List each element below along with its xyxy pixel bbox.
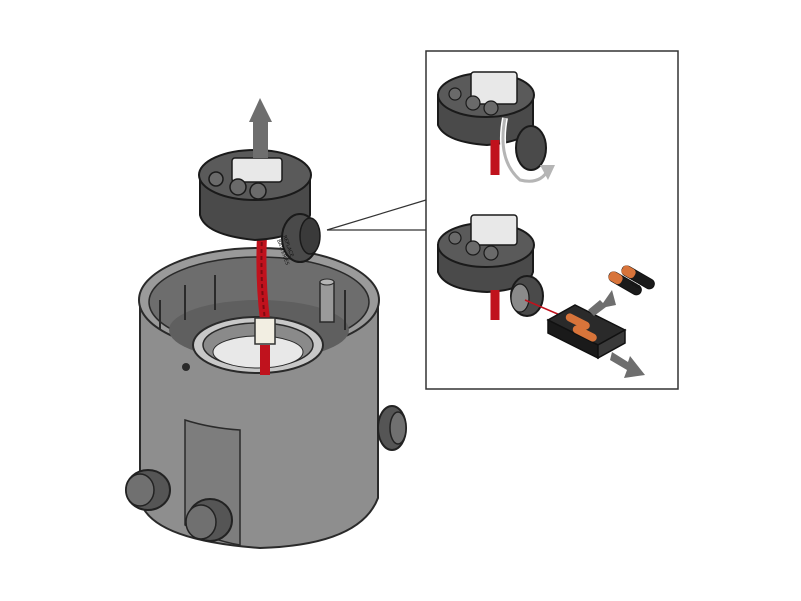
knob-right [377, 405, 407, 451]
controller-module: REPLACE BATTERIES [198, 149, 321, 266]
wire-bundle [254, 234, 276, 375]
inset-step-2: AAA [437, 214, 655, 378]
inset-step-1 [437, 71, 555, 185]
insert-arrow-icon [588, 290, 616, 316]
battery-label: AAA [629, 281, 642, 292]
button-center [229, 178, 247, 196]
lift-arrow-icon [249, 98, 272, 158]
knob-front [185, 498, 233, 542]
remove-arrow-icon [610, 352, 645, 378]
battery-holder [546, 304, 627, 360]
button-right [249, 182, 267, 200]
knob-left [125, 469, 171, 511]
batteries: AAA [608, 265, 655, 296]
wire-connector [254, 317, 276, 345]
button-left [208, 171, 224, 187]
callout-lines [326, 199, 427, 231]
